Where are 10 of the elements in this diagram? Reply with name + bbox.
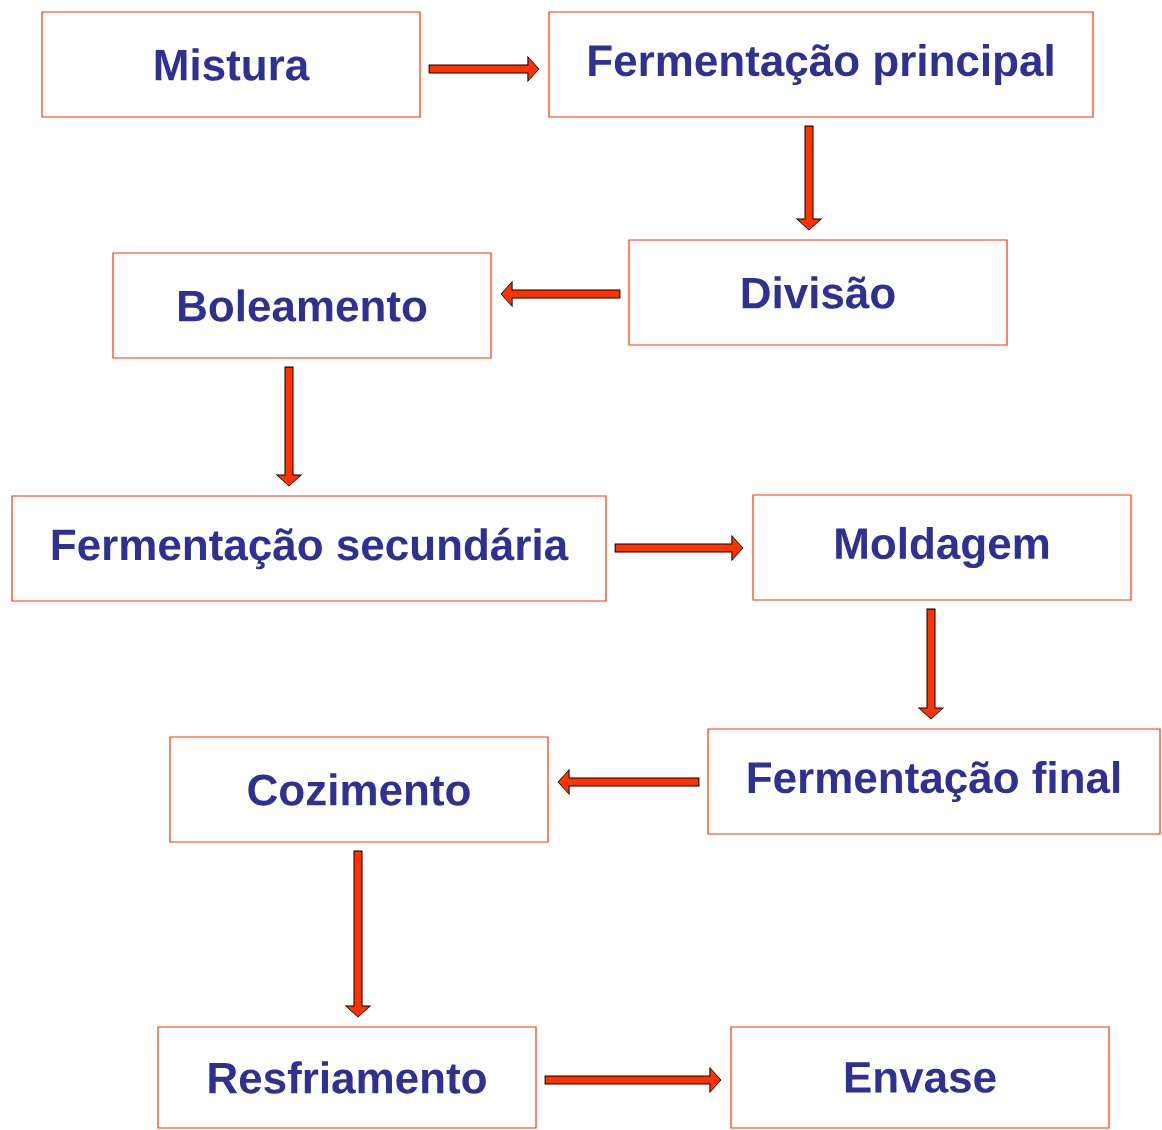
process-box: Envase [730,1026,1110,1129]
process-box: Boleamento [112,252,492,359]
process-box: Fermentação secundária [11,495,607,602]
process-box: Cozimento [169,736,549,843]
process-box: Fermentação final [707,728,1161,835]
process-box: Resfriamento [157,1026,537,1129]
process-box: Moldagem [752,494,1132,601]
process-box: Divisão [628,239,1008,346]
process-box: Mistura [41,11,421,118]
process-box: Fermentação principal [548,11,1094,118]
